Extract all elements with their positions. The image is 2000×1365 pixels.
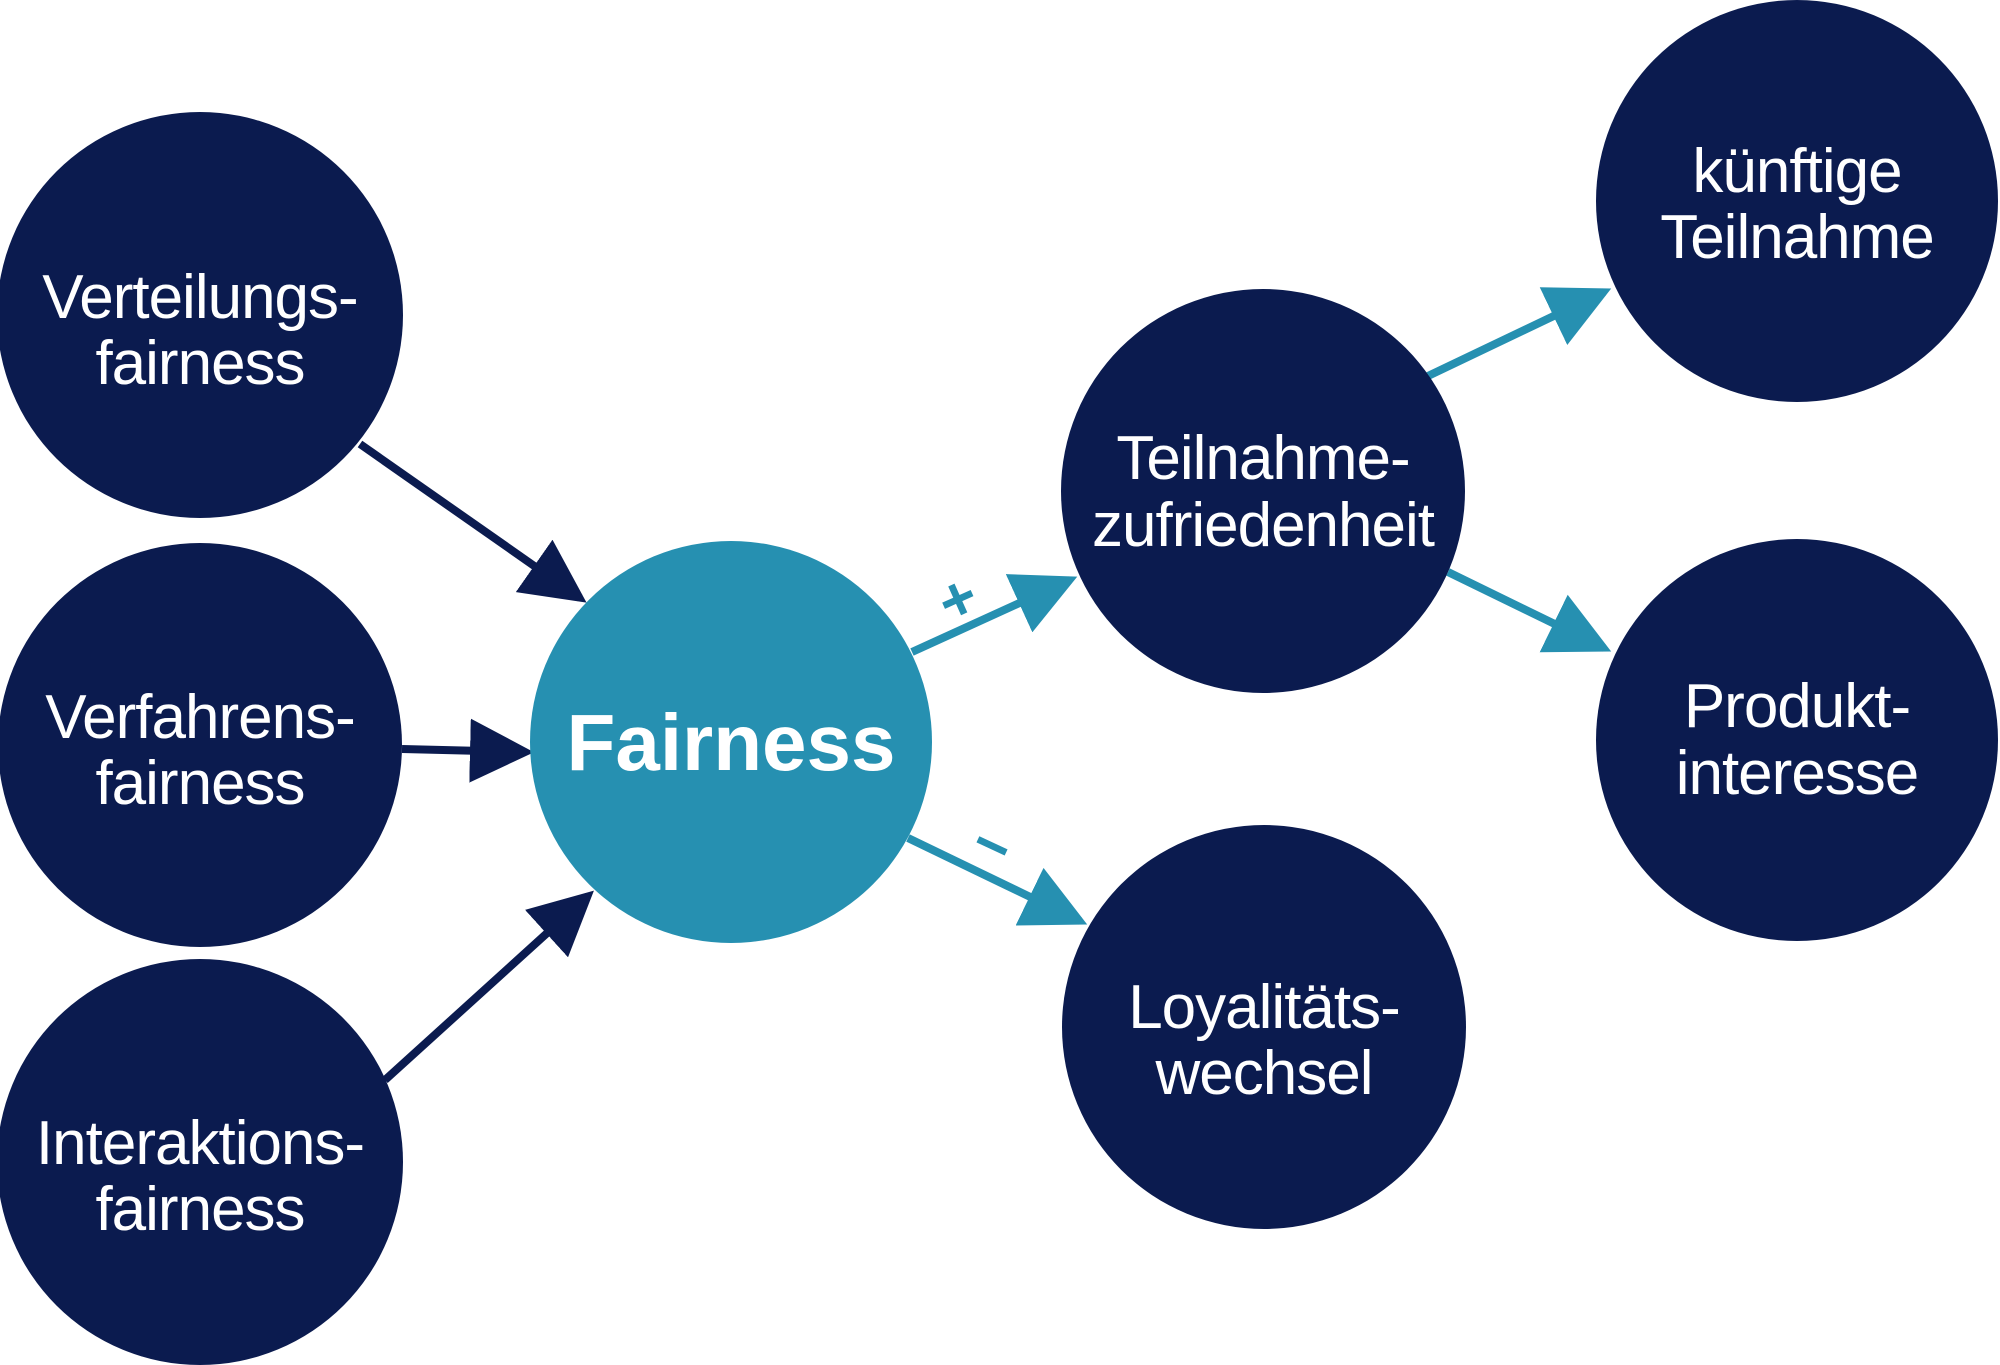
node-produktinteresse-line1: Produkt- xyxy=(1684,672,1910,741)
node-produktinteresse-line2: interesse xyxy=(1676,739,1919,808)
node-interaktionsfairness-line2: fairness xyxy=(95,1175,304,1244)
arrow-verfahren-to-fairness xyxy=(401,718,534,783)
node-fairness-label: Fairness xyxy=(566,698,895,787)
node-interaktionsfairness-line1: Interaktions- xyxy=(36,1109,364,1178)
node-teilnahmezufriedenheit: Teilnahme- zufriedenheit xyxy=(1061,289,1465,693)
node-verteilungsfairness-line2: fairness xyxy=(95,329,304,398)
arrow-interaktion-to-fairness xyxy=(382,890,594,1083)
node-kuenftige-teilnahme: künftige Teilnahme xyxy=(1596,0,1998,402)
node-kuenftige-teilnahme-line2: Teilnahme xyxy=(1660,203,1934,272)
arrow-verteilung-to-fairness xyxy=(357,440,587,603)
node-verfahrensfairness-line1: Verfahrens- xyxy=(45,683,355,752)
node-interaktionsfairness: Interaktions- fairness xyxy=(0,959,403,1365)
arrow-teilnahmezufriedenheit-to-produkt xyxy=(1446,568,1612,653)
positive-sign: + xyxy=(927,561,988,639)
node-teilnahmezufriedenheit-line2: zufriedenheit xyxy=(1092,491,1435,560)
node-verfahrensfairness-line2: fairness xyxy=(95,749,304,818)
node-kuenftige-teilnahme-line1: künftige xyxy=(1692,137,1901,206)
arrow-fairness-to-loyalitaet xyxy=(906,834,1088,926)
node-produktinteresse: Produkt- interesse xyxy=(1596,539,1998,941)
node-fairness: Fairness xyxy=(530,541,932,943)
node-verfahrensfairness: Verfahrens- fairness xyxy=(0,543,402,947)
node-verteilungsfairness-line1: Verteilungs- xyxy=(42,263,357,332)
node-loyalitaetswechsel: Loyalitäts- wechsel xyxy=(1062,825,1466,1229)
negative-sign: − xyxy=(961,807,1023,885)
arrow-teilnahmezufriedenheit-to-kuenftig xyxy=(1426,287,1612,380)
arrow-fairness-to-teilnahmezufriedenheit xyxy=(910,574,1078,656)
node-loyalitaetswechsel-line2: wechsel xyxy=(1155,1039,1373,1108)
node-teilnahmezufriedenheit-line1: Teilnahme- xyxy=(1116,424,1409,493)
node-verteilungsfairness: Verteilungs- fairness xyxy=(0,112,403,518)
node-loyalitaetswechsel-line1: Loyalitäts- xyxy=(1128,973,1400,1042)
